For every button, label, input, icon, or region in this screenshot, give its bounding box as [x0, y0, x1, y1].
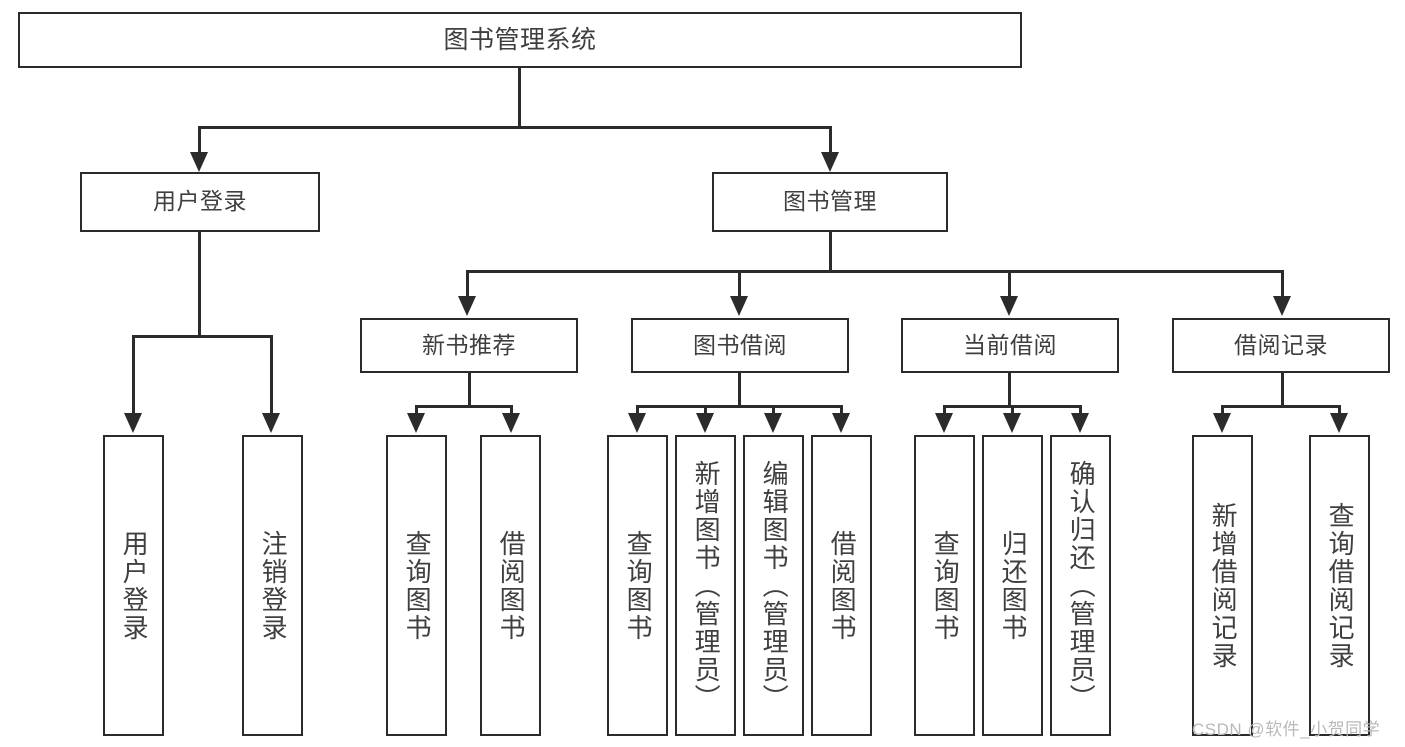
connector-recommend-bar	[415, 405, 513, 408]
connector-root-stem	[518, 68, 521, 126]
connector-user-login-drop-2	[270, 335, 273, 415]
arrow-to-leaf-query-book-2	[628, 413, 646, 433]
node-label: 归还图书	[998, 529, 1029, 642]
connector-level1-drop-left	[198, 126, 201, 154]
connector-recommend-stem	[468, 373, 471, 405]
connector-record-drop-1	[1221, 405, 1224, 417]
arrow-to-user-login	[190, 152, 208, 172]
arrow-to-leaf-query-book-3	[935, 413, 953, 433]
arrow-to-leaf-user-logout	[262, 413, 280, 433]
leaf-user-login[interactable]: 用户登录	[103, 435, 164, 736]
node-label: 编辑图书（管理员）	[759, 459, 790, 712]
leaf-add-book[interactable]: 新增图书（管理员）	[675, 435, 736, 736]
arrow-to-leaf-return-book	[1003, 413, 1021, 433]
leaf-return-book[interactable]: 归还图书	[982, 435, 1043, 736]
connector-record-stem	[1281, 373, 1284, 405]
node-book-borrow[interactable]: 图书借阅	[631, 318, 849, 373]
connector-level2-drop-2	[738, 270, 741, 298]
node-label: 新书推荐	[422, 331, 516, 358]
connector-user-login-bar	[132, 335, 273, 338]
leaf-borrow-book-1[interactable]: 借阅图书	[480, 435, 541, 736]
leaf-edit-book[interactable]: 编辑图书（管理员）	[743, 435, 804, 736]
arrow-to-leaf-query-book-1	[407, 413, 425, 433]
connector-borrow-drop-1	[636, 405, 639, 417]
connector-level2-drop-4	[1281, 270, 1284, 298]
leaf-user-logout[interactable]: 注销登录	[242, 435, 303, 736]
connector-borrow-stem	[738, 373, 741, 405]
node-label: 查询借阅记录	[1325, 501, 1356, 670]
node-current-borrow[interactable]: 当前借阅	[901, 318, 1119, 373]
leaf-query-book-3[interactable]: 查询图书	[914, 435, 975, 736]
node-label: 确认归还（管理员）	[1066, 459, 1097, 712]
connector-current-drop-3	[1079, 405, 1082, 417]
node-label: 图书管理系统	[443, 26, 597, 54]
connector-level1-drop-right	[829, 126, 832, 154]
connector-user-login-stem	[198, 232, 201, 335]
node-label: 查询图书	[623, 529, 654, 642]
connector-recommend-drop-2	[510, 405, 513, 417]
node-label: 当前借阅	[963, 331, 1057, 358]
node-label: 借阅图书	[827, 529, 858, 642]
arrow-to-leaf-edit-book	[764, 413, 782, 433]
leaf-confirm-return[interactable]: 确认归还（管理员）	[1050, 435, 1111, 736]
arrow-to-book-manage	[821, 152, 839, 172]
arrow-to-leaf-borrow-book-2	[832, 413, 850, 433]
connector-book-manage-stem	[829, 232, 832, 272]
leaf-borrow-book-2[interactable]: 借阅图书	[811, 435, 872, 736]
node-new-book-recommend[interactable]: 新书推荐	[360, 318, 578, 373]
arrow-to-leaf-borrow-book-1	[502, 413, 520, 433]
node-book-management-system[interactable]: 图书管理系统	[18, 12, 1022, 68]
arrow-to-borrow-record	[1273, 296, 1291, 316]
connector-level2-drop-1	[466, 270, 469, 298]
node-label: 借阅图书	[496, 529, 527, 642]
connector-record-drop-2	[1338, 405, 1341, 417]
leaf-query-record[interactable]: 查询借阅记录	[1309, 435, 1370, 736]
connector-current-drop-2	[1011, 405, 1014, 417]
node-label: 图书管理	[783, 188, 877, 215]
node-label: 用户登录	[153, 188, 247, 215]
node-user-login[interactable]: 用户登录	[80, 172, 320, 232]
arrow-to-current-borrow	[1000, 296, 1018, 316]
connector-level2-drop-3	[1008, 270, 1011, 298]
arrow-to-book-borrow	[730, 296, 748, 316]
leaf-add-record[interactable]: 新增借阅记录	[1192, 435, 1253, 736]
connector-current-drop-1	[943, 405, 946, 417]
arrow-to-leaf-add-book	[696, 413, 714, 433]
connector-level1-bar	[198, 126, 832, 129]
node-label: 用户登录	[119, 529, 150, 642]
leaf-query-book-1[interactable]: 查询图书	[386, 435, 447, 736]
csdn-watermark: CSDN @软件_小贺同学	[1192, 720, 1381, 739]
leaf-query-book-2[interactable]: 查询图书	[607, 435, 668, 736]
connector-borrow-drop-4	[840, 405, 843, 417]
node-label: 新增图书（管理员）	[691, 459, 722, 712]
node-label: 查询图书	[402, 529, 433, 642]
node-borrow-record[interactable]: 借阅记录	[1172, 318, 1390, 373]
node-label: 借阅记录	[1234, 331, 1328, 358]
node-label: 图书借阅	[693, 331, 787, 358]
connector-record-bar	[1221, 405, 1340, 408]
arrow-to-leaf-add-record	[1213, 413, 1231, 433]
connector-borrow-bar	[636, 405, 840, 408]
arrow-to-leaf-user-login	[124, 413, 142, 433]
arrow-to-leaf-query-record	[1330, 413, 1348, 433]
arrow-to-new-book-recommend	[458, 296, 476, 316]
connector-level2-bar	[466, 270, 1284, 273]
node-label: 查询图书	[930, 529, 961, 642]
connector-borrow-drop-3	[772, 405, 775, 417]
connector-borrow-drop-2	[704, 405, 707, 417]
connector-recommend-drop-1	[415, 405, 418, 417]
node-label: 注销登录	[258, 529, 289, 642]
arrow-to-leaf-confirm-return	[1071, 413, 1089, 433]
connector-user-login-drop-1	[132, 335, 135, 415]
node-label: 新增借阅记录	[1208, 501, 1239, 670]
node-book-manage[interactable]: 图书管理	[712, 172, 948, 232]
connector-current-stem	[1008, 373, 1011, 405]
